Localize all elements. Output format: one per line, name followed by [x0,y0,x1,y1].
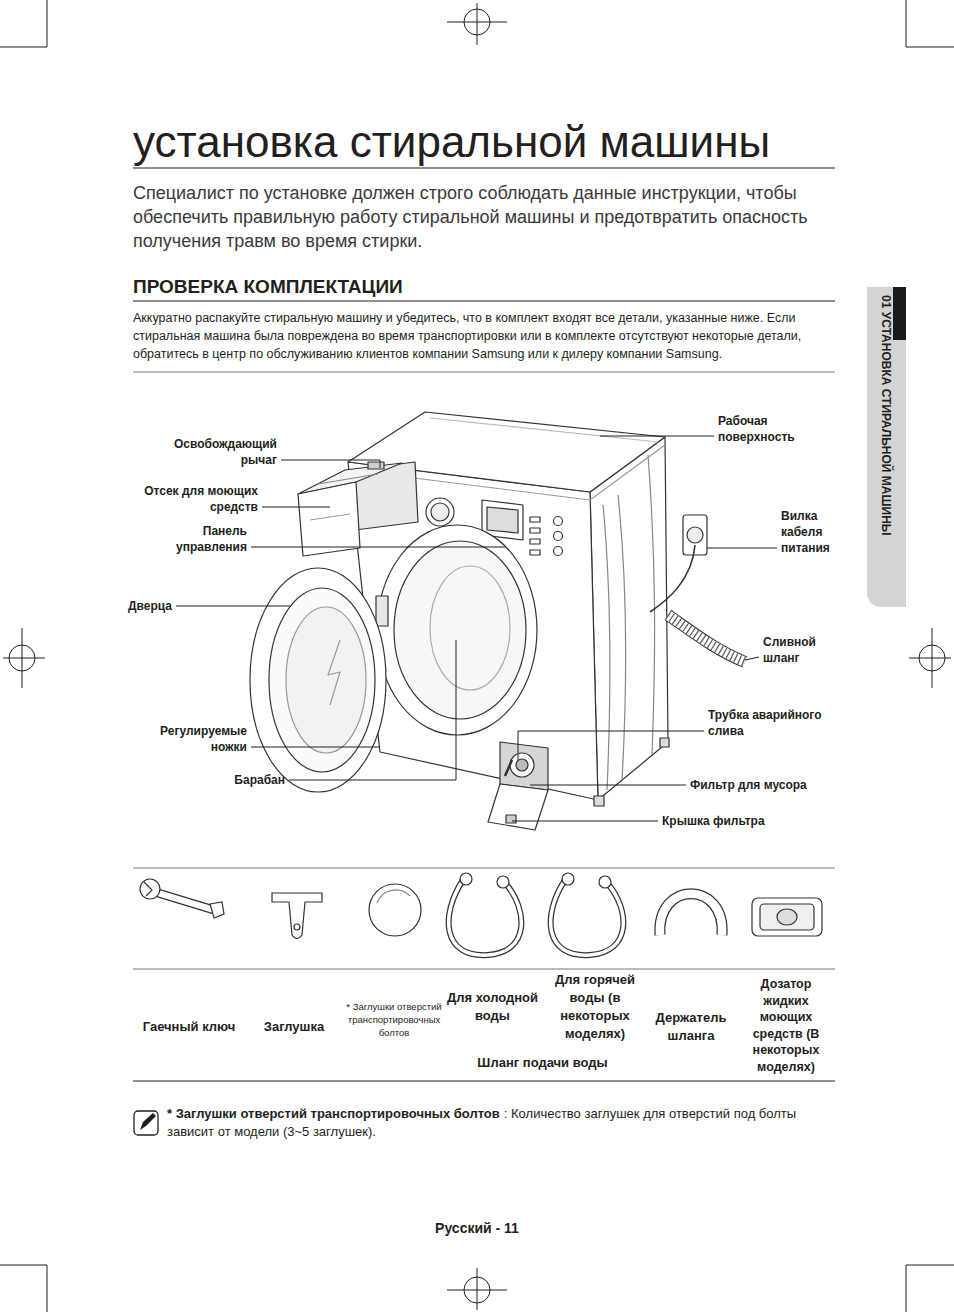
note-icon [134,1111,158,1135]
table-cell: Дозатор жидких моющих средств (В некотор… [737,976,835,1075]
table-cell: Для горячей воды (в некоторых моделях) [545,971,645,1043]
kit-parts [140,873,822,955]
table-cell: Держатель шланга [645,1009,737,1045]
page-title: установка стиральной машины [133,118,770,166]
note-text: * Заглушки отверстий транспортировочных … [167,1105,827,1141]
part-label: Регулируемые ножки [147,723,247,755]
part-label: Освобождающий рычаг [172,436,277,468]
table-cell: Для холодной воды [440,989,545,1025]
part-label: Отсек для моющих средств [133,483,258,515]
table-cell: Гаечный ключ [133,1018,245,1036]
page-number: Русский - 11 [377,1219,577,1237]
chapter-tab: 01 УСТАНОВКА СТИРАЛЬНОЙ МАШИНЫ [867,287,906,607]
part-label: Фильтр для мусора [690,777,830,793]
table-cell: Шланг подачи воды [440,1054,645,1072]
part-label: Крышка фильтра [662,813,792,829]
part-label: Вилка кабеля питания [781,508,841,556]
part-label: Рабочая поверхность [718,413,813,445]
tab-marker [893,287,906,340]
part-label: Сливной шланг [763,634,825,666]
part-label: Панель управления [167,523,247,555]
section-heading: ПРОВЕРКА КОМПЛЕКТАЦИИ [133,276,833,298]
intro-text: Специалист по установке должен строго со… [133,181,833,253]
part-label: Барабан [215,772,285,788]
part-label: Трубка аварийного слива [708,707,833,739]
part-label: Дверца [112,598,172,614]
washing-machine [250,412,745,830]
note-term: * Заглушки отверстий транспортировочных … [167,1106,500,1121]
rules [133,168,835,1081]
table-cell: Заглушка [245,1018,343,1036]
leader-lines [176,436,777,821]
body-text: Аккуратно распакуйте стиральную машину и… [133,309,835,363]
chapter-title: 01 УСТАНОВКА СТИРАЛЬНОЙ МАШИНЫ [878,295,893,536]
table-cell: * Заглушки отверстий транспортировочных … [344,1000,444,1039]
